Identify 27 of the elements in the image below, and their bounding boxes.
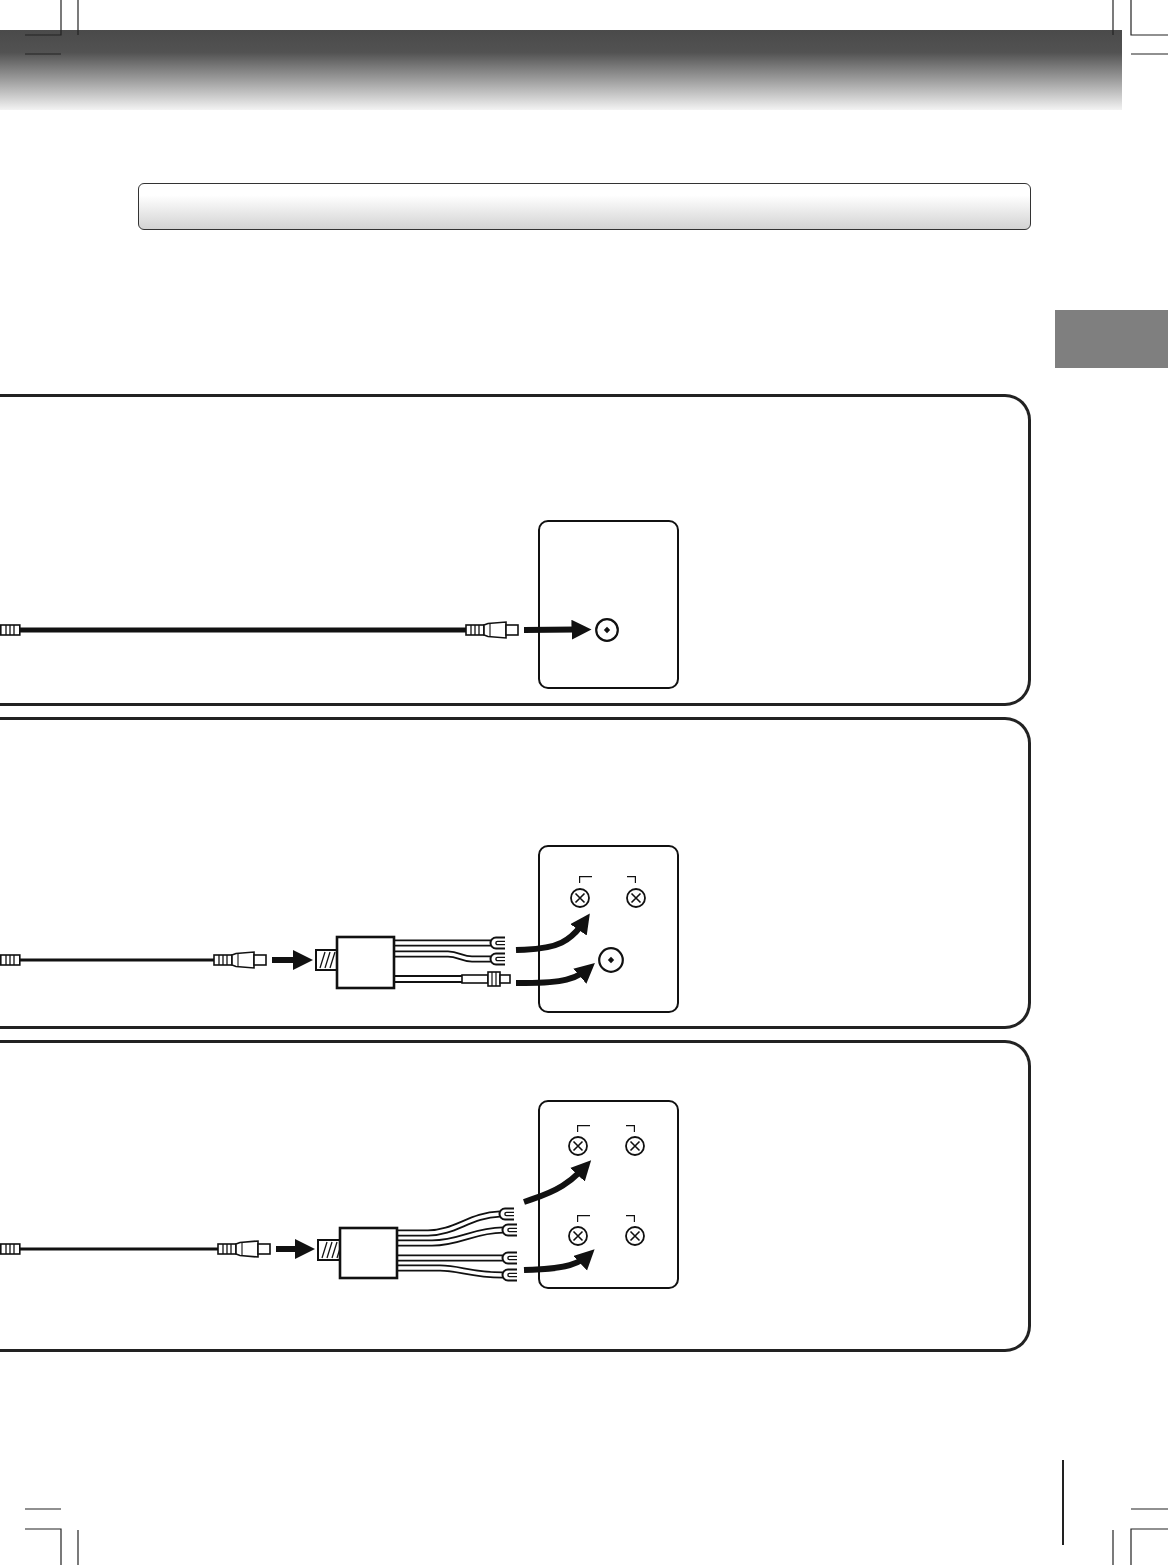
coaxial-cable-drawing <box>0 619 521 641</box>
connection-panel <box>0 1040 1031 1352</box>
arrow <box>523 619 592 640</box>
coaxial-jack-icon <box>594 617 619 642</box>
screw-terminal-icon <box>567 1225 588 1246</box>
screw-terminal-icon <box>624 1135 645 1156</box>
screw-terminal-icon <box>624 1225 645 1246</box>
screw-terminal-icon <box>625 887 646 908</box>
cable-adapter-drawing <box>314 934 512 992</box>
cable-adapter-drawing <box>316 1205 520 1283</box>
coaxial-jack-icon <box>597 946 624 973</box>
connection-panel <box>0 717 1031 1029</box>
connection-panel <box>0 394 1031 706</box>
arrow <box>516 960 597 986</box>
terminal-panel <box>538 845 679 1013</box>
coaxial-cable-drawing <box>0 1239 273 1259</box>
arrow <box>276 1239 315 1259</box>
arrow <box>515 911 593 953</box>
arrow <box>272 950 313 970</box>
side-tab <box>1055 310 1168 368</box>
screw-terminal-icon <box>567 1135 588 1156</box>
coaxial-cable-drawing <box>0 950 269 970</box>
terminal-panel <box>538 1100 679 1289</box>
section-bar <box>138 183 1031 230</box>
terminal-panel <box>538 520 679 689</box>
screw-terminal-icon <box>569 887 590 908</box>
arrow <box>523 1158 594 1205</box>
